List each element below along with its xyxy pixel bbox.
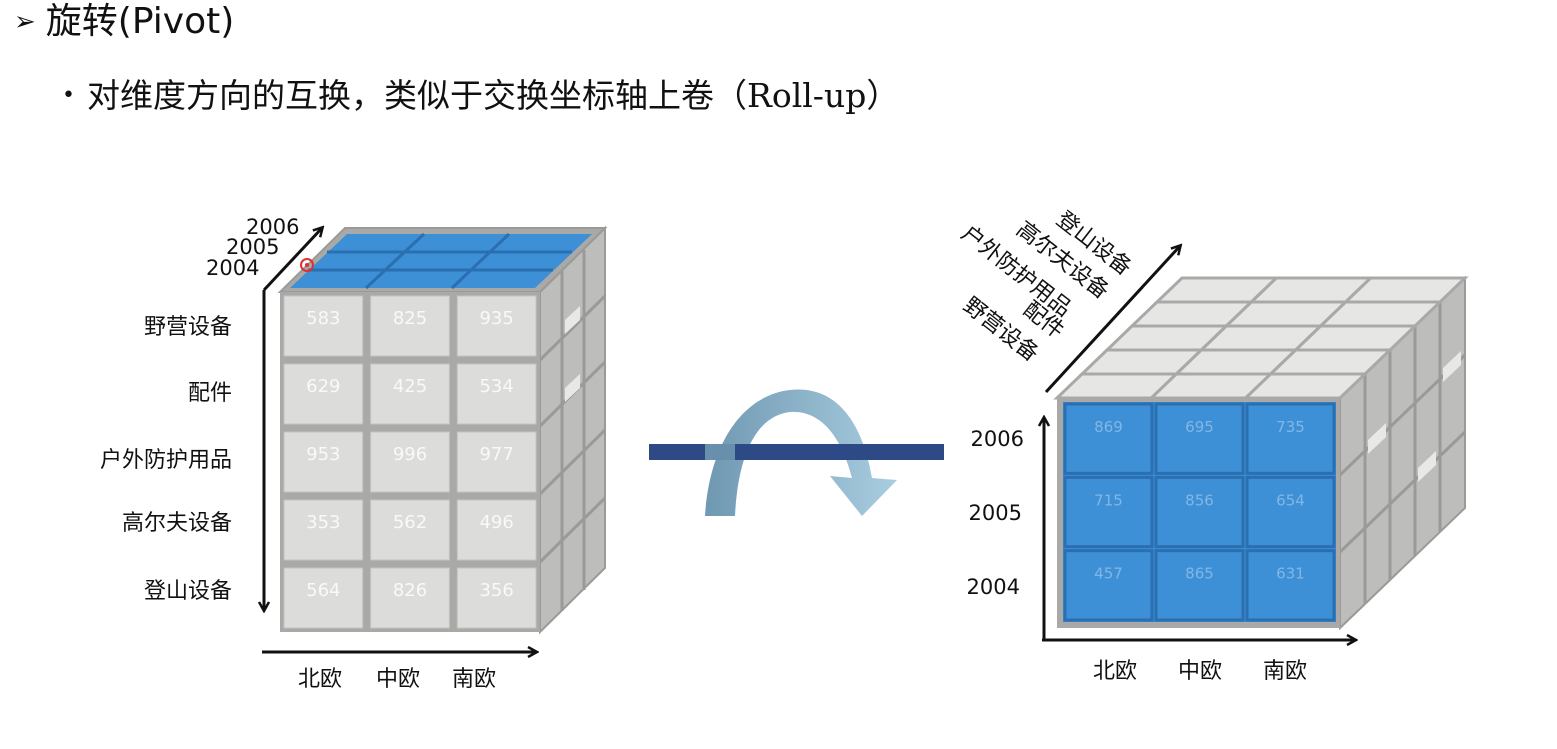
left-cube-top-blue — [290, 234, 592, 288]
cell-value: 356 — [479, 580, 513, 601]
left-row-label: 野营设备 — [144, 315, 232, 340]
cube-cell — [1245, 549, 1336, 622]
cube-cell — [456, 567, 537, 629]
right-year-label: 2004 — [967, 575, 1020, 599]
left-row-label: 配件 — [188, 381, 232, 406]
cube-cell — [1063, 475, 1154, 549]
bullet-point: • 对维度方向的互换，类似于交换坐标轴上卷（Roll-up） — [62, 74, 899, 123]
curved-arrow-icon — [705, 389, 897, 516]
cell-value: 865 — [1185, 565, 1214, 583]
cell-value: 353 — [306, 512, 340, 533]
cell-value: 654 — [1276, 491, 1305, 509]
left-cube: 583 825 935 629 425 534 953 996 977 353 562 496 564 8… — [100, 215, 608, 692]
cell-value: 496 — [479, 512, 513, 533]
cube-cell — [283, 295, 364, 357]
left-depth-axis — [262, 228, 322, 292]
cube-cell — [1154, 549, 1245, 622]
left-column-label: 中欧 — [376, 667, 420, 692]
left-cube-side-cells — [565, 306, 580, 402]
cell-value: 735 — [1276, 418, 1305, 436]
right-diagonal-axis — [1044, 246, 1180, 394]
cube-cell — [1154, 475, 1245, 549]
cube-cell — [370, 567, 450, 629]
cube-cell — [456, 431, 537, 493]
cell-value: 977 — [479, 444, 513, 465]
cube-cell — [370, 295, 450, 357]
left-cube-front-cells: 583 825 935 629 425 534 953 996 977 353 562 496 564 8… — [283, 295, 537, 629]
right-cube-side-cells — [1368, 351, 1461, 482]
cube-cell — [1154, 402, 1245, 475]
right-column-label: 中欧 — [1178, 659, 1222, 684]
cube-cell — [1063, 402, 1154, 475]
left-row-label: 登山设备 — [144, 579, 232, 604]
cube-cell — [456, 499, 537, 561]
cell-value: 583 — [306, 308, 340, 329]
left-year-label: 2004 — [206, 256, 259, 280]
cell-value: 935 — [479, 308, 513, 329]
cube-cell — [370, 499, 450, 561]
cell-value: 695 — [1185, 418, 1214, 436]
cube-cell — [283, 431, 364, 493]
cube-cell — [370, 431, 450, 493]
right-year-label: 2006 — [971, 427, 1024, 451]
arrow-bullet-icon: ➢ — [14, 7, 36, 37]
cell-value: 996 — [393, 444, 427, 465]
left-row-label: 户外防护用品 — [100, 448, 232, 473]
cell-value: 856 — [1185, 491, 1214, 509]
left-column-label: 南欧 — [452, 667, 496, 692]
left-year-label: 2005 — [226, 235, 279, 259]
cube-cell — [1245, 475, 1336, 549]
cube-cell — [456, 295, 537, 357]
cell-value: 826 — [393, 580, 427, 601]
cell-value: 425 — [393, 376, 427, 397]
cube-cell — [1245, 402, 1336, 475]
left-column-label: 北欧 — [298, 667, 342, 692]
heading-text: 旋转(Pivot) — [45, 1, 235, 42]
cursor-marker-icon — [300, 258, 314, 272]
left-year-label: 2006 — [246, 215, 299, 239]
cell-value: 534 — [479, 376, 513, 397]
cell-value: 869 — [1094, 418, 1123, 436]
cell-value: 825 — [393, 308, 427, 329]
cube-cell — [456, 363, 537, 425]
cube-cell — [283, 567, 364, 629]
cube-cell — [1063, 549, 1154, 622]
bullet-text: 对维度方向的互换，类似于交换坐标轴上卷（Roll-up） — [86, 76, 900, 115]
cell-value: 629 — [306, 376, 340, 397]
right-year-label: 2005 — [969, 501, 1022, 525]
cell-value: 953 — [306, 444, 340, 465]
cube-cell — [370, 363, 450, 425]
right-column-label: 北欧 — [1093, 659, 1137, 684]
cell-value: 564 — [306, 580, 340, 601]
cube-cell — [283, 363, 364, 425]
pivot-rotation-arrow — [649, 389, 944, 516]
cube-cell — [283, 499, 364, 561]
left-row-label: 高尔夫设备 — [122, 511, 232, 536]
right-column-label: 南欧 — [1263, 659, 1307, 684]
cell-value: 715 — [1094, 491, 1123, 509]
bullet-dot-icon: • — [62, 83, 75, 108]
cell-value: 631 — [1276, 565, 1305, 583]
cube-top-cell — [1341, 276, 1469, 304]
pivot-bar — [649, 444, 944, 460]
cell-value: 562 — [393, 512, 427, 533]
right-cube-front-cells: 869 695 735 715 856 654 457 865 631 — [1063, 402, 1336, 622]
left-cube-side-face — [539, 225, 606, 635]
slide-heading: ➢ 旋转(Pivot) — [14, 0, 234, 47]
cell-value: 457 — [1094, 565, 1123, 583]
left-cube-top-grid — [308, 232, 572, 290]
